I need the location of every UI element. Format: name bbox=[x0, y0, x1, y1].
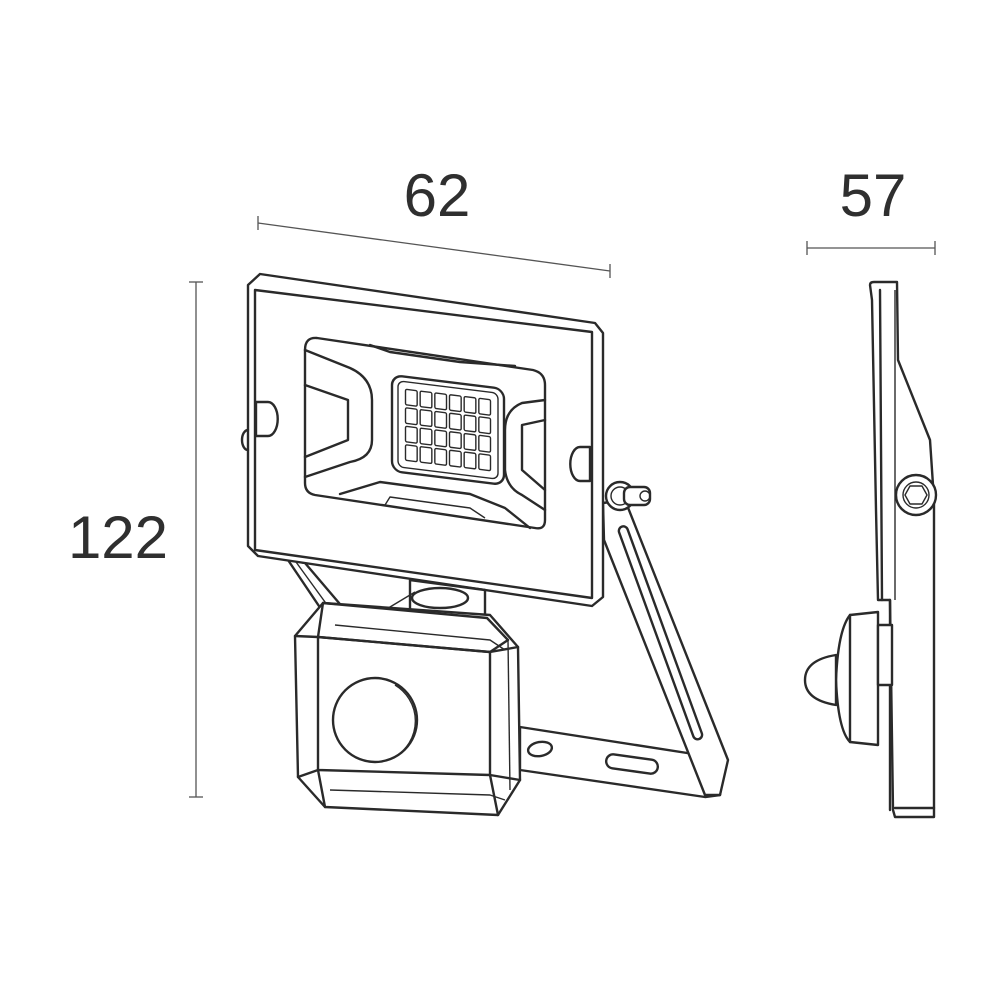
led-chip bbox=[448, 412, 462, 431]
led-chip bbox=[419, 409, 433, 428]
side-pivot-screw bbox=[894, 473, 938, 517]
reflector-window bbox=[303, 336, 547, 530]
side-view bbox=[803, 280, 938, 819]
width-label: 62 bbox=[404, 162, 471, 229]
depth-label: 57 bbox=[840, 162, 907, 229]
led-chip bbox=[463, 395, 477, 414]
led-chip bbox=[478, 397, 492, 416]
led-chip bbox=[448, 431, 462, 450]
led-chip bbox=[478, 416, 492, 435]
mounting-slot bbox=[604, 753, 660, 775]
led-chip bbox=[419, 446, 433, 465]
mounting-hole bbox=[526, 740, 554, 758]
led-chip bbox=[404, 407, 418, 426]
clip-left bbox=[254, 400, 279, 438]
led-module bbox=[390, 375, 506, 485]
led-chip bbox=[448, 394, 462, 413]
led-chip bbox=[448, 449, 462, 468]
lamp-housing-front bbox=[240, 272, 605, 608]
led-chip bbox=[478, 453, 492, 472]
led-chip bbox=[404, 425, 418, 444]
height-label: 122 bbox=[68, 504, 168, 571]
pivot-screw bbox=[604, 480, 652, 512]
led-chip bbox=[434, 392, 448, 411]
led-chip bbox=[419, 427, 433, 446]
width-dimension-line bbox=[257, 222, 611, 272]
led-chip bbox=[463, 451, 477, 470]
led-chip bbox=[404, 444, 418, 463]
led-chip bbox=[463, 432, 477, 451]
side-sensor-dome bbox=[803, 653, 838, 707]
sensor-lens bbox=[331, 676, 419, 764]
pir-sensor bbox=[293, 601, 522, 817]
led-chip bbox=[419, 390, 433, 409]
led-chip bbox=[478, 434, 492, 453]
led-chip bbox=[434, 429, 448, 448]
led-chip bbox=[434, 410, 448, 429]
led-grid bbox=[404, 388, 492, 472]
led-chip bbox=[404, 388, 418, 407]
led-chip bbox=[434, 447, 448, 466]
width-dimension: 62 bbox=[257, 162, 611, 278]
adjustment-slot bbox=[617, 525, 704, 741]
depth-dimension: 57 bbox=[806, 162, 936, 255]
clip-right bbox=[569, 445, 592, 483]
led-chip bbox=[463, 414, 477, 433]
height-dimension: 122 bbox=[68, 281, 203, 798]
